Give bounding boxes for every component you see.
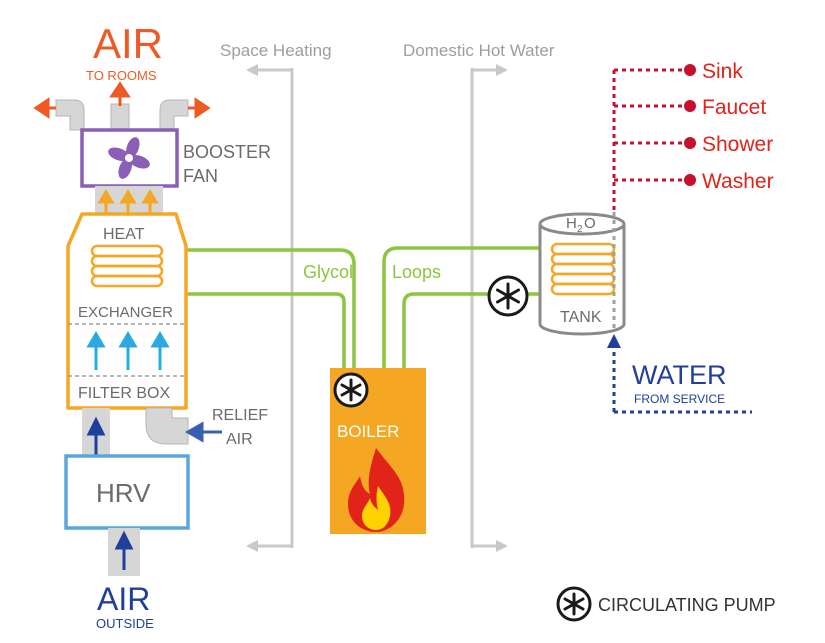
- glycol-loops: [180, 246, 548, 368]
- heat-label: HEAT: [103, 226, 145, 243]
- hot-water-tank: [538, 212, 626, 336]
- fixture-washer: Washer: [702, 170, 774, 193]
- dhw-pump-icon: [487, 275, 529, 317]
- space-heating-arrow-top: [246, 64, 258, 76]
- relief-air-elbow: [145, 407, 189, 445]
- hot-water-distribution: [612, 68, 690, 212]
- space-heating-arrow-bottom: [246, 540, 258, 552]
- air-outside-subtitle: OUTSIDE: [96, 616, 154, 631]
- h2o-label-h: H: [566, 215, 577, 232]
- fan-icon: [108, 137, 150, 179]
- supply-duct-elbows: [55, 99, 189, 131]
- relief-label-2: AIR: [226, 431, 253, 448]
- air-arrow-up: [109, 81, 131, 106]
- dhw-arrow-bottom: [496, 540, 508, 552]
- fixture-dots: [684, 64, 696, 186]
- air-outside-title: AIR: [97, 581, 150, 617]
- filter-box-label: FILTER BOX: [78, 385, 170, 402]
- legend-circulating-pump-label: CIRCULATING PUMP: [598, 595, 776, 615]
- water-subtitle: FROM SERVICE: [634, 392, 725, 406]
- glycol-label: Glycol: [303, 262, 353, 282]
- heat-up-arrows: [97, 189, 159, 214]
- dhw-arrow-top: [496, 64, 508, 76]
- hrv-box: [64, 454, 190, 530]
- air-arrow-right: [188, 97, 211, 119]
- space-heating-loop: [254, 68, 294, 548]
- fixture-sink: Sink: [702, 60, 743, 83]
- heat-exchanger-coil: [90, 244, 164, 288]
- domestic-hot-water-loop: [470, 68, 500, 548]
- booster-label-2: FAN: [183, 166, 218, 186]
- legend-pump-icon: [556, 586, 592, 622]
- flame-icon: [348, 448, 405, 532]
- space-heating-label: Space Heating: [220, 41, 332, 60]
- h2o-label-o: O: [584, 215, 596, 232]
- boiler-pump-icon: [333, 372, 369, 408]
- booster-label-1: BOOSTER: [183, 142, 271, 162]
- h2o-label-2: 2: [577, 224, 583, 235]
- relief-label-1: RELIEF: [212, 407, 268, 424]
- tank-label: TANK: [560, 309, 602, 326]
- cold-water-supply: [612, 352, 752, 414]
- cold-water-arrow: [607, 334, 621, 348]
- air-arrow-left: [33, 97, 56, 119]
- filter-up-arrows: [86, 331, 170, 370]
- water-title: WATER: [632, 360, 727, 390]
- domestic-hot-water-label: Domestic Hot Water: [403, 41, 555, 60]
- fixture-shower: Shower: [702, 133, 773, 156]
- outside-air-arrow: [114, 530, 134, 570]
- relief-air-arrow: [184, 421, 222, 443]
- loops-label: Loops: [392, 262, 441, 282]
- exchanger-label: EXCHANGER: [78, 304, 173, 321]
- air-to-rooms-subtitle: TO ROOMS: [86, 68, 157, 83]
- air-to-rooms-title: AIR: [93, 20, 163, 67]
- hrv-label: HRV: [96, 478, 151, 508]
- fixture-faucet: Faucet: [702, 96, 766, 119]
- boiler-label: BOILER: [337, 422, 399, 441]
